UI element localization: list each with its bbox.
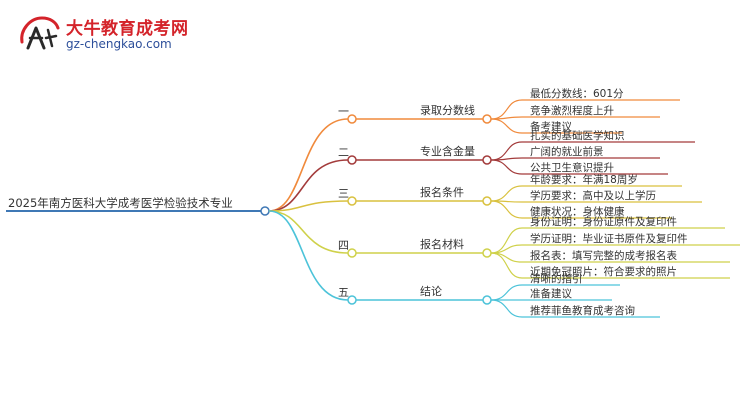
leaf-connector-1-3 [490,118,523,134]
branch-dot-3 [347,196,357,206]
branch-label-3: 报名条件 [420,185,464,199]
root-label: 2025年南方医科大学成考医学检验技术专业 [8,196,233,210]
leaf-label-1-3: 备考建议 [530,120,572,133]
leaf-connector-3-1 [490,185,523,202]
leaf-connector-5-3 [490,299,523,318]
branch-end-dot-3 [482,196,492,206]
branch-dot-1 [347,114,357,124]
logo-brand-text: 大牛教育成考网 [66,19,189,39]
leaf-connector-4-3 [490,252,523,263]
bull-logo-icon [20,16,60,50]
leaf-connector-5-1 [490,284,523,301]
site-logo[interactable]: 大牛教育成考网 gz-chengkao.com [16,12,188,56]
branch-number-5: 五 [338,286,349,299]
leaf-label-4-4: 近期免冠照片：符合要求的照片 [530,265,677,278]
leaf-label-5-1: 清晰的指引 [530,272,583,285]
branch-connector-2 [268,159,349,212]
leaf-label-2-3: 公共卫生意识提升 [530,161,614,174]
leaf-label-3-2: 学历要求：高中及以上学历 [530,189,656,202]
leaf-label-3-1: 年龄要求：年满18周岁 [530,173,638,186]
leaf-connector-3-3 [490,200,523,219]
leaf-label-5-3: 推荐菲鱼教育成考咨询 [530,304,635,317]
leaf-connector-1-1 [490,99,523,120]
branch-end-dot-2 [482,155,492,165]
branch-label-1: 录取分数线 [420,103,475,117]
branch-connector-5 [268,210,349,301]
branch-connector-4 [268,210,349,254]
leaf-connector-2-3 [490,159,523,175]
branch-number-2: 二 [338,146,349,159]
branch-dot-5 [347,295,357,305]
branch-label-2: 专业含金量 [420,144,475,158]
leaf-label-4-3: 报名表：填写完整的成考报名表 [530,249,677,262]
branch-number-1: 一 [338,105,349,118]
logo-url-text[interactable]: gz-chengkao.com [66,37,172,51]
branch-end-dot-1 [482,114,492,124]
branch-dot-4 [347,248,357,258]
branch-number-3: 三 [338,187,349,200]
branch-label-4: 报名材料 [420,237,464,251]
branch-connector-1 [268,118,349,212]
leaf-label-4-2: 学历证明：毕业证书原件及复印件 [530,232,688,245]
leaf-label-2-2: 广阔的就业前景 [530,145,604,158]
leaf-connector-4-4 [490,252,523,279]
leaf-label-1-2: 竞争激烈程度上升 [530,104,614,117]
leaf-label-5-2: 准备建议 [530,287,572,300]
branch-end-dot-5 [482,295,492,305]
leaf-label-3-3: 健康状况：身体健康 [530,205,625,218]
leaf-label-1-1: 最低分数线：601分 [530,87,624,100]
leaf-label-4-1: 身份证明：身份证原件及复印件 [530,215,677,228]
branch-end-dot-4 [482,248,492,258]
root-connector-dot [260,206,270,216]
leaf-connector-2-1 [490,141,523,161]
branch-dot-2 [347,155,357,165]
branch-number-4: 四 [338,239,349,252]
leaf-label-2-1: 扎实的基础医学知识 [530,129,625,142]
branch-connector-3 [268,200,349,212]
branch-label-5: 结论 [420,284,442,298]
